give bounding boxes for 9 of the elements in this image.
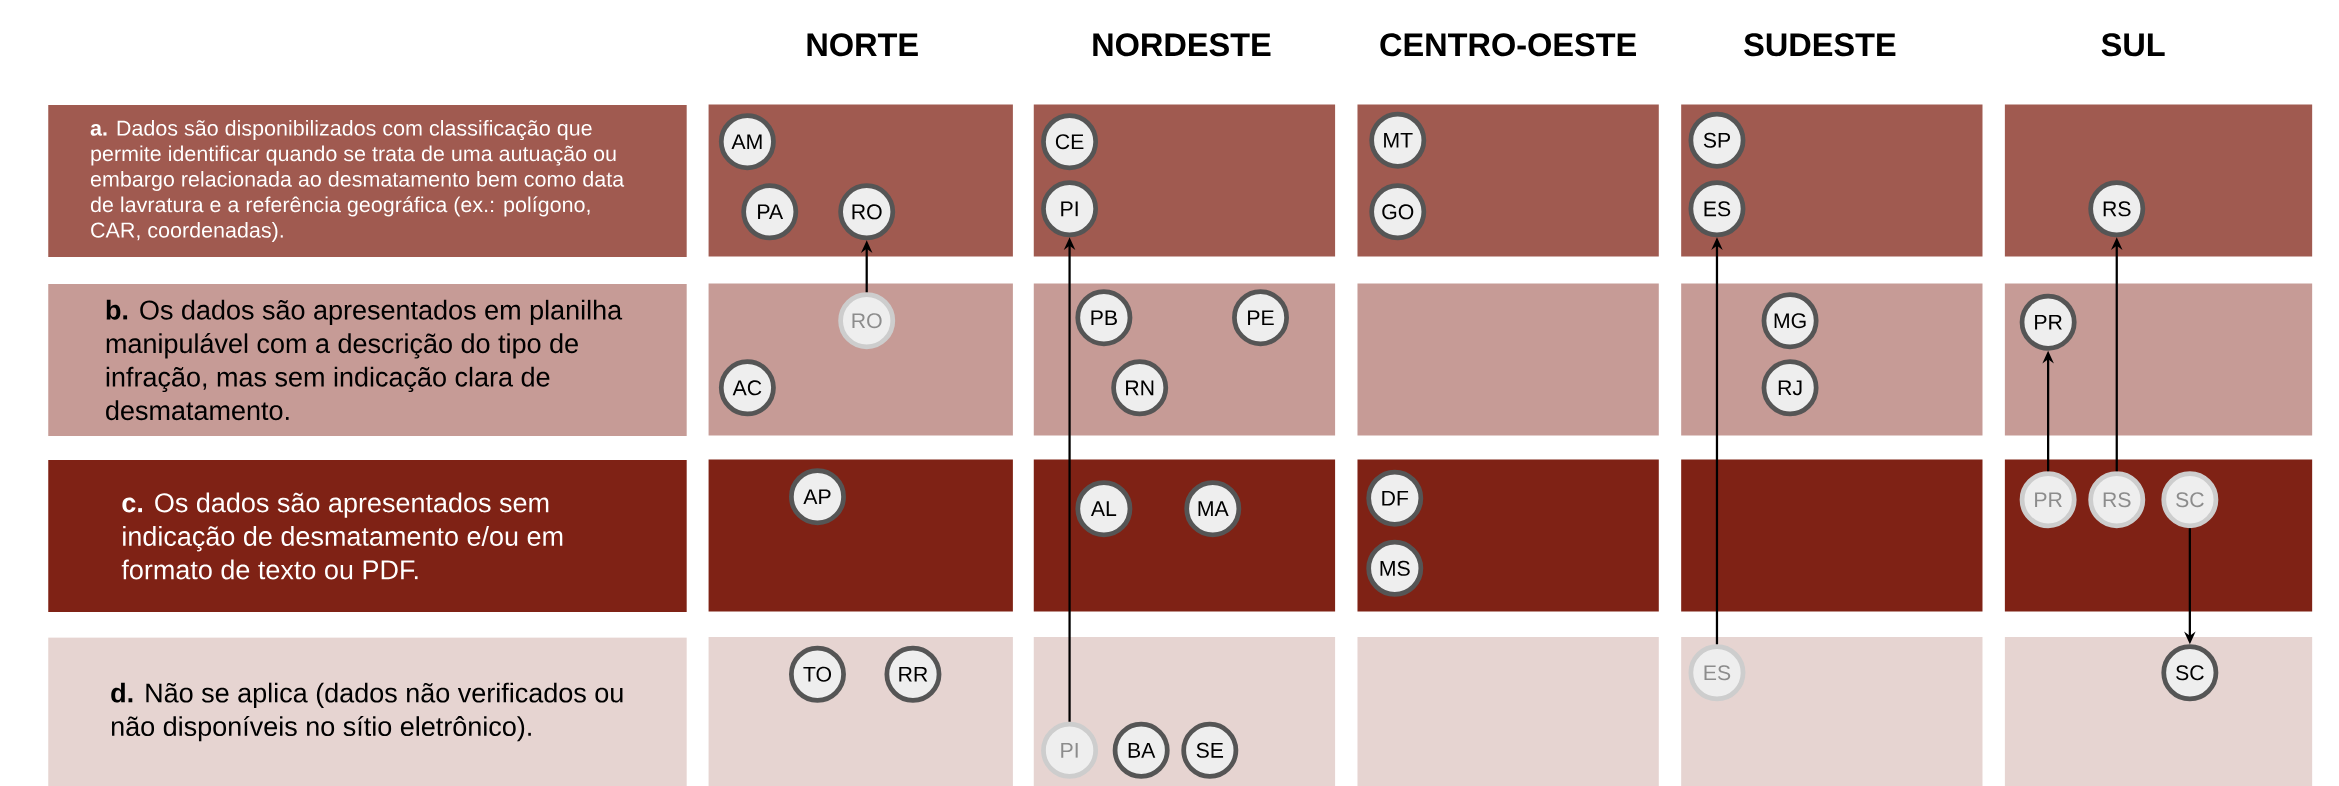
column-header: NORTE	[807, 33, 918, 57]
category-box: a. Dados são disponibilizados com classificação que permite identificar quando se trata de uma autuação ou embargo relacionada ao desmatamento bem como data de lavratura e a referência geográfica (ex.: polígono, CAR, coordenadas).	[48, 104, 687, 257]
column-header: CENTRO-OESTE	[1380, 33, 1636, 57]
column-header: NORDESTE	[1093, 33, 1271, 57]
category-box: d. Não se aplica (dados não verificados ou não disponíveis no sítio eletrônico).	[48, 637, 687, 786]
category-box: b. Os dados são apresentados em planilha manipulável com a descrição do tipo de infração, mas sem indicação clara de desmatamento.	[48, 283, 687, 436]
category-box: c. Os dados são apresentados sem indicação de desmatamento e/ou em formato de texto ou PDF.	[48, 459, 687, 613]
column-header: SUDESTE	[1744, 33, 1896, 57]
column-header: SUL	[2101, 33, 2165, 57]
